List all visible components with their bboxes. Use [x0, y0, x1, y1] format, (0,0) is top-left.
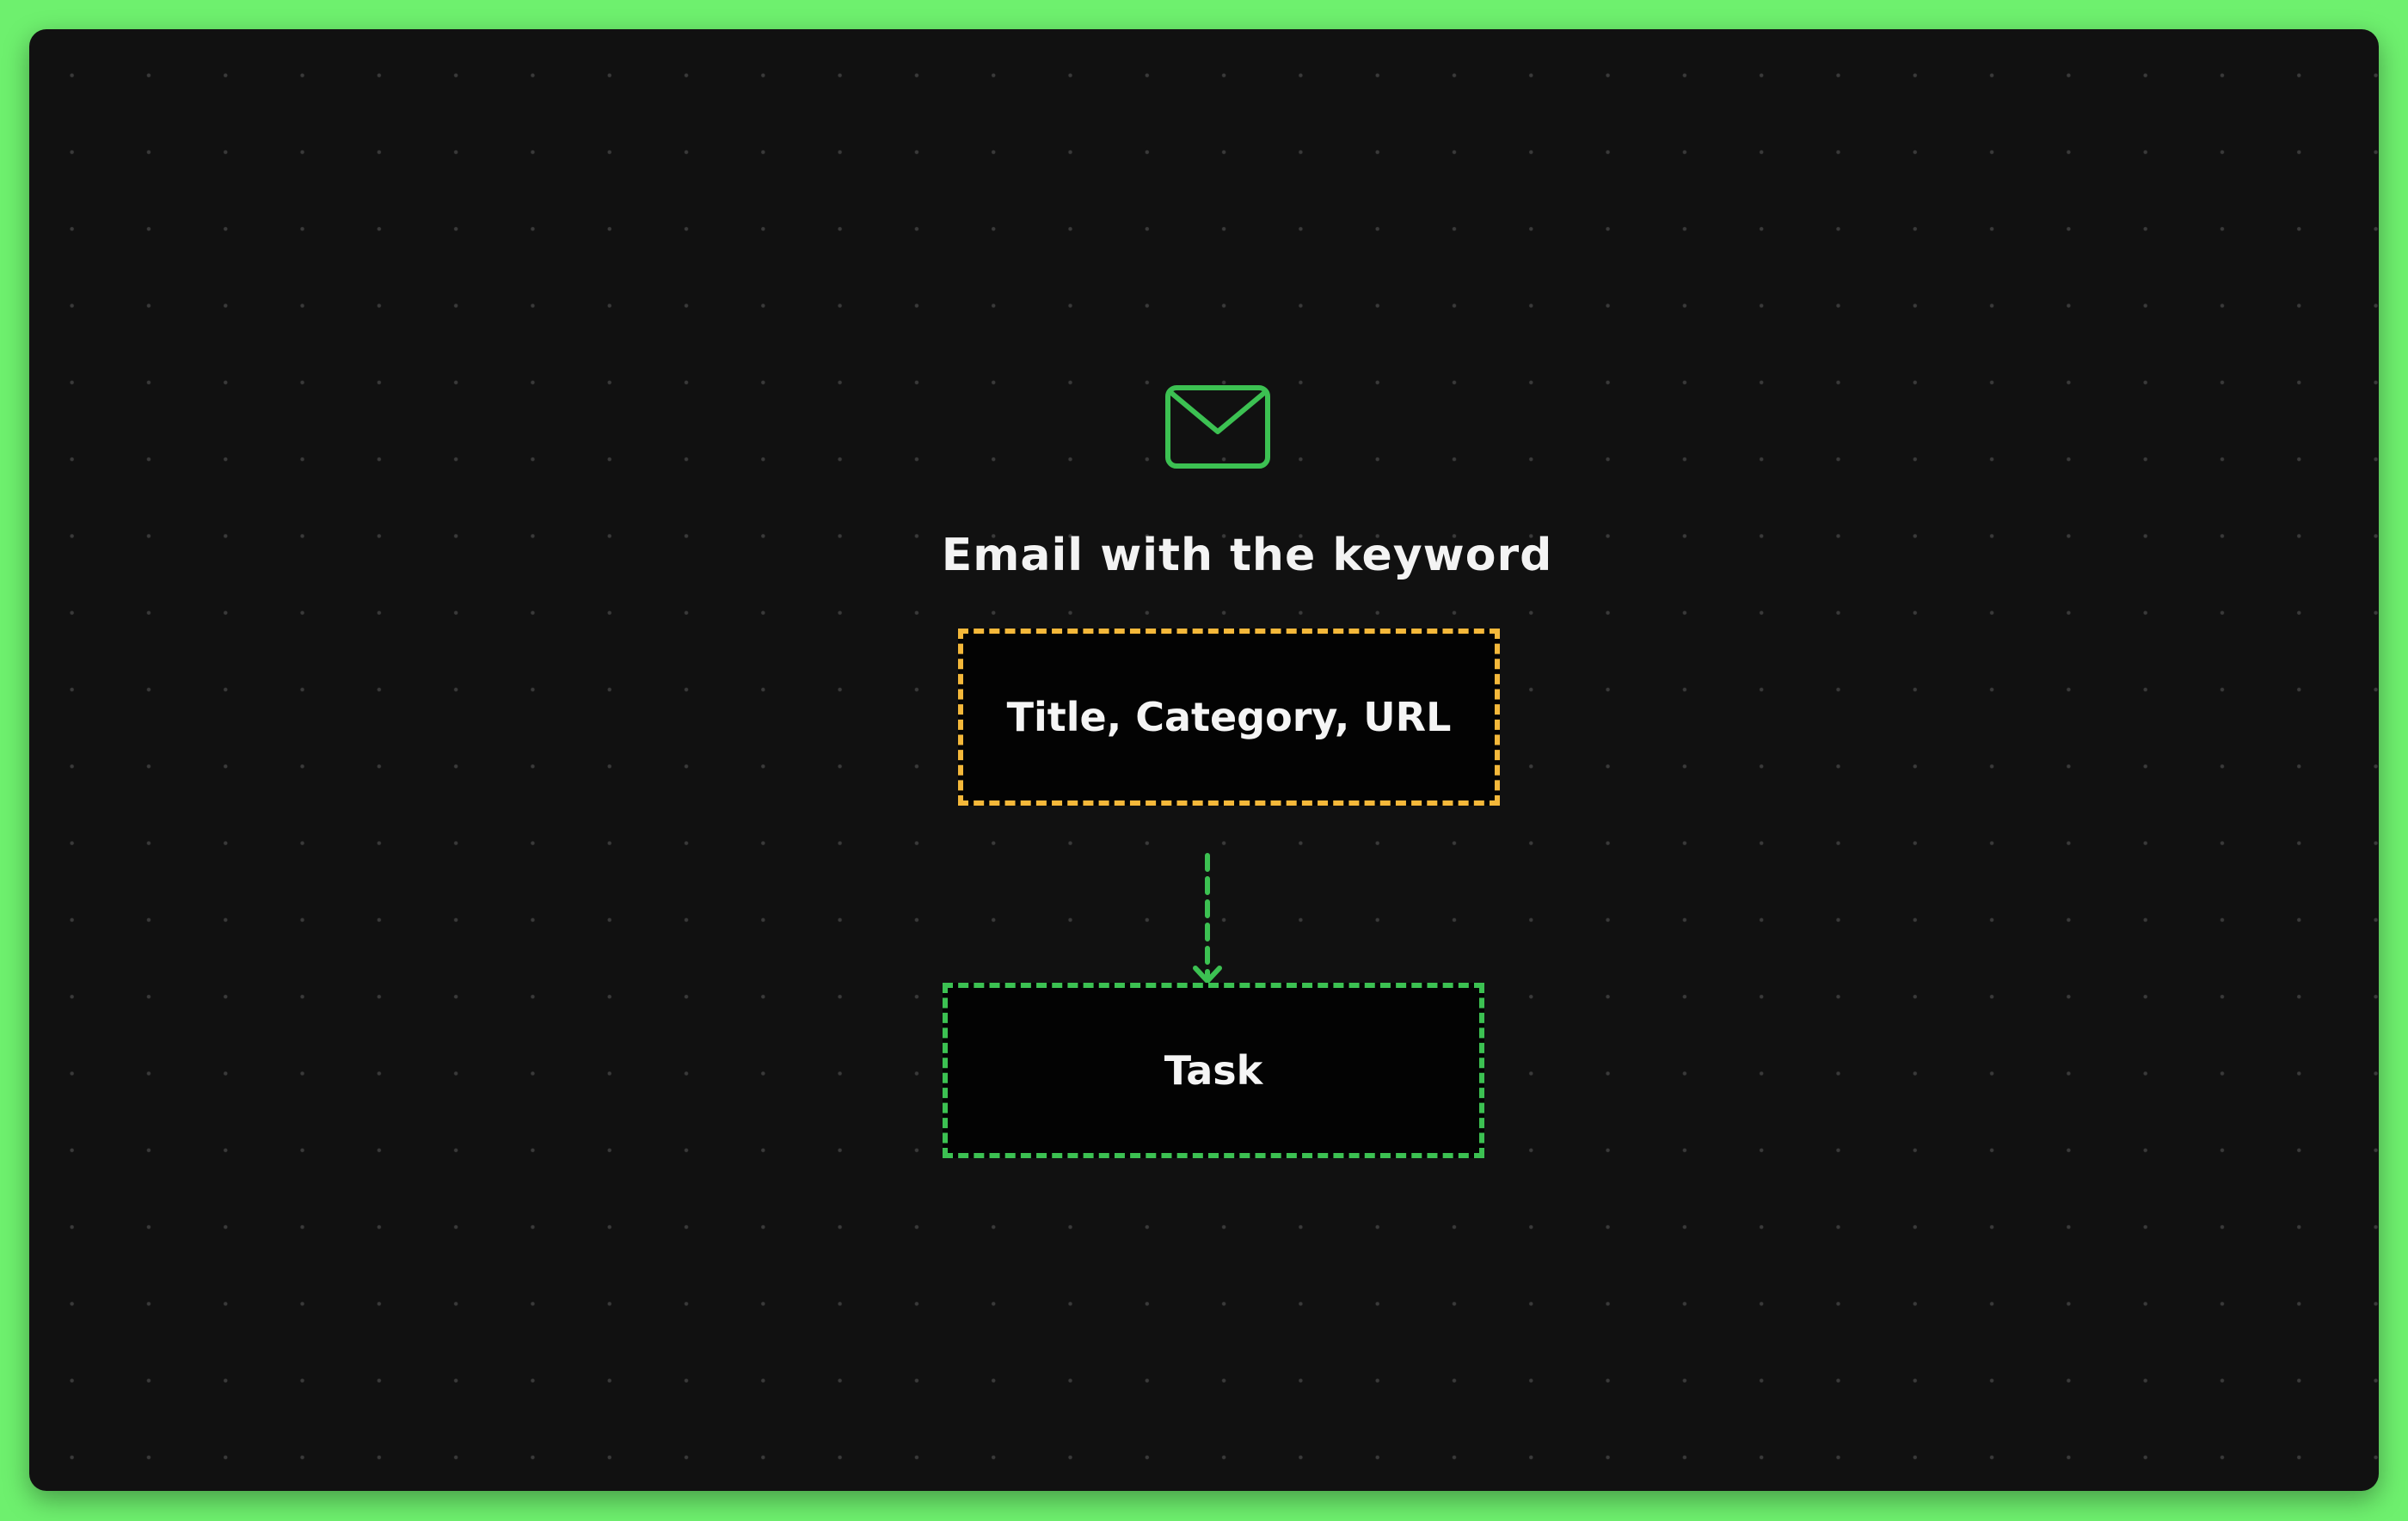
arrow-connector: [1193, 853, 1222, 984]
arrowhead-icon: [1193, 966, 1222, 984]
task-node: Task: [943, 983, 1484, 1158]
trigger-label: Email with the keyword: [941, 530, 1553, 581]
fields-node: Title, Category, URL: [958, 629, 1500, 806]
diagram-canvas: Email with the keyword Title, Category, …: [29, 29, 2379, 1491]
task-node-label: Task: [1164, 1047, 1263, 1094]
fields-node-label: Title, Category, URL: [1006, 694, 1452, 740]
envelope-icon: [1165, 385, 1270, 469]
